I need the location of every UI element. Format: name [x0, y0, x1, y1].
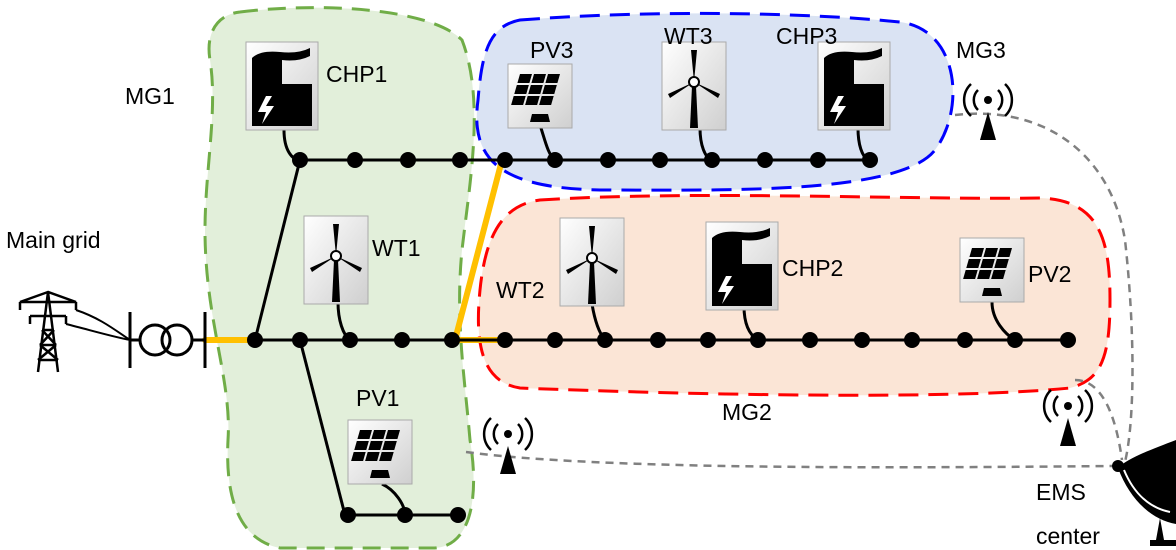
label-chp3: CHP3 [776, 23, 837, 49]
label-pv1: PV1 [356, 385, 399, 411]
label-wt3: WT3 [664, 23, 713, 49]
label-chp2: CHP2 [782, 255, 843, 281]
wt1-icon [303, 215, 369, 305]
wt3-icon [661, 41, 727, 131]
label-wt1: WT1 [372, 235, 421, 261]
label-ems-line2: center [1036, 523, 1100, 549]
label-mg1: MG1 [125, 83, 175, 109]
mg2-region [476, 193, 1112, 397]
label-mg2: MG2 [722, 399, 772, 425]
label-pv3: PV3 [530, 37, 573, 63]
label-pv2: PV2 [1028, 261, 1071, 287]
comm-links [465, 112, 1134, 469]
pv2-icon [959, 237, 1025, 303]
antenna-mg3-icon [962, 82, 1014, 142]
chp1-icon [245, 41, 319, 131]
bus-nodes [247, 152, 1076, 523]
chp2-icon [705, 221, 779, 311]
wt2-icon [559, 217, 625, 307]
pv1-icon [347, 419, 413, 485]
chp3-icon [817, 41, 891, 131]
label-wt2: WT2 [496, 277, 545, 303]
satellite-dish-icon [1112, 440, 1176, 546]
pv3-icon [507, 63, 573, 129]
label-main-grid: Main grid [6, 227, 101, 253]
antenna-mg2-icon [1042, 388, 1094, 448]
label-mg3: MG3 [956, 37, 1006, 63]
grid-to-transformer-wire [65, 309, 131, 341]
transformer-icon [128, 312, 207, 368]
antenna-mg1-icon [482, 416, 534, 476]
transmission-tower-icon [18, 290, 78, 373]
label-chp1: CHP1 [326, 61, 387, 87]
label-ems-line1: EMS [1036, 479, 1086, 505]
